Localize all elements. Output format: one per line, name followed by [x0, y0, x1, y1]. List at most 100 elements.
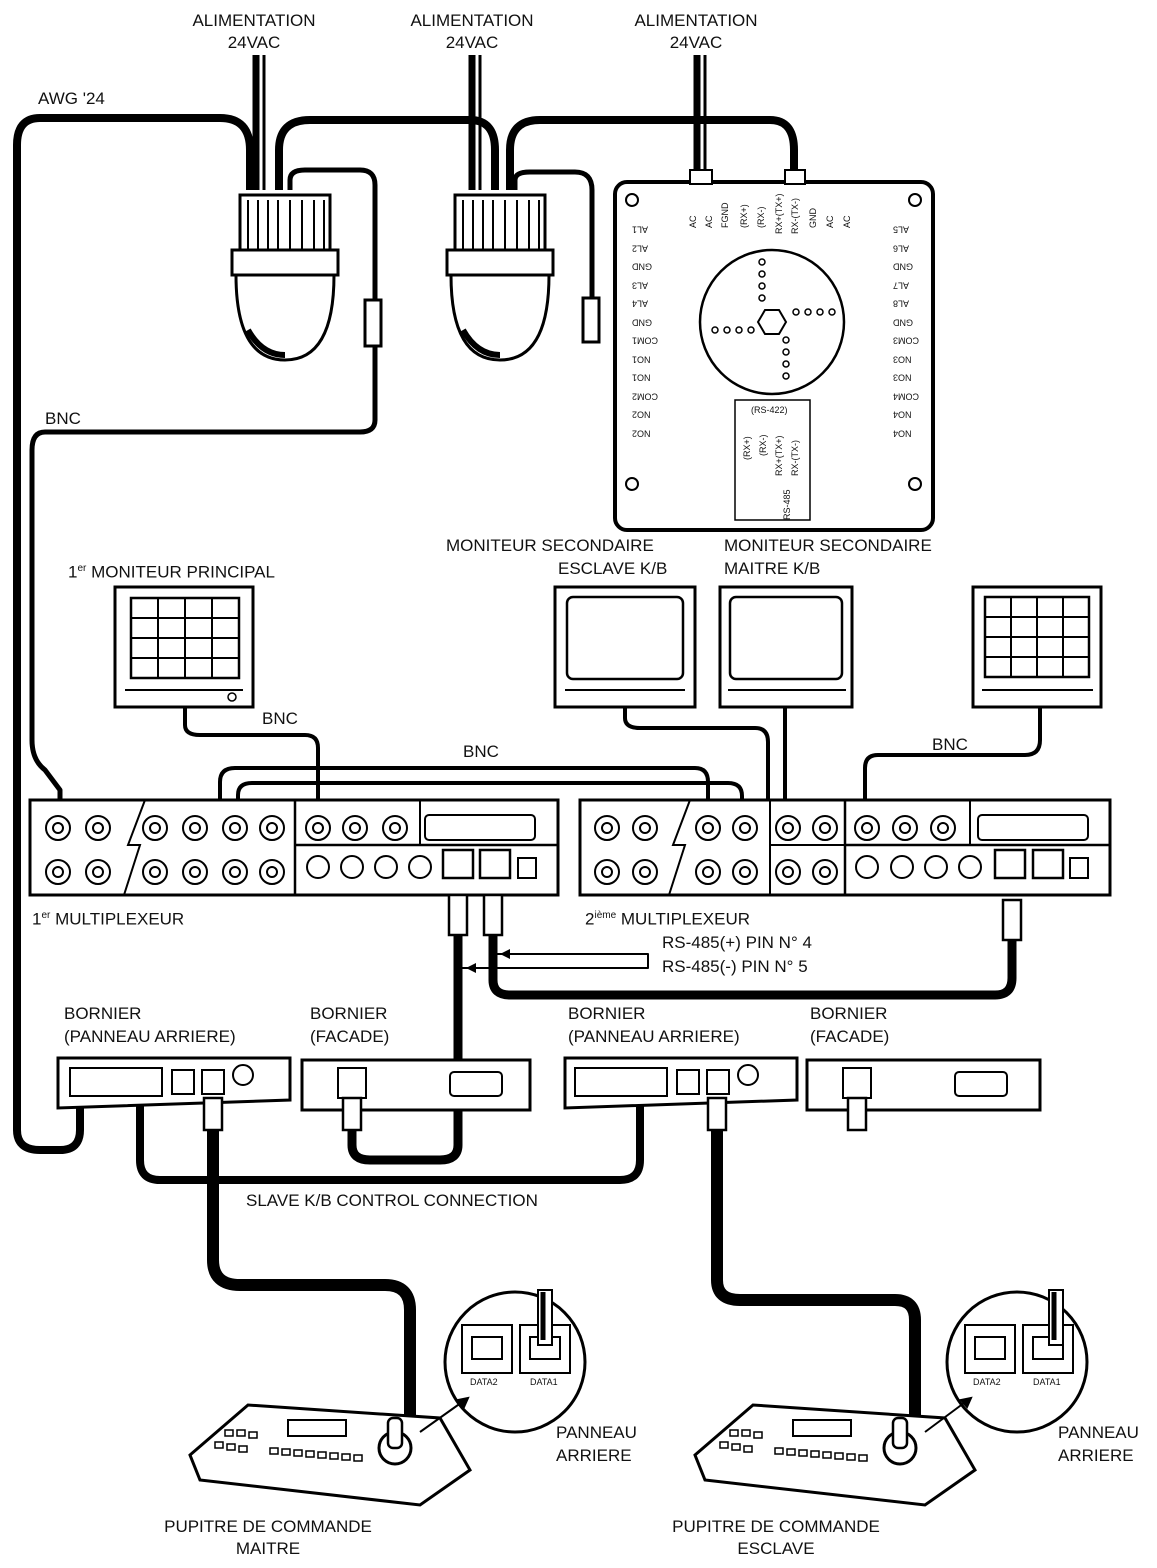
keyboard-cables [207, 1130, 921, 1420]
pin-ac-2: AC [704, 215, 714, 228]
pin-rxtx-minus: RX-(TX-) [790, 198, 800, 234]
slave-keyboard-label: PUPITRE DE COMMANDE ESCLAVE [672, 1516, 880, 1560]
awg-label: AWG '24 [38, 89, 105, 108]
secondary-master-label-2: MAITRE K/B [724, 559, 821, 578]
multiplexer-1-label: 1er MULTIPLEXEUR [32, 905, 184, 931]
awg24-cable [13, 114, 798, 1154]
rs-pin-rxtx-minus: RX-(TX-) [790, 440, 800, 476]
power-label-1-line2: 24VAC [227, 33, 281, 52]
rs485-plus-label: RS-485(+) PIN N° 4 [662, 933, 812, 952]
rs485-data-cables [347, 935, 1017, 1165]
bornier-front-1-label-1: BORNIER [310, 1004, 388, 1023]
pin-com2: COM2 [632, 391, 659, 401]
bornier-rear-1-label-2: (PANNEAU ARRIERE) [64, 1027, 236, 1046]
main-monitor-label: 1er MONITEUR PRINCIPAL [68, 558, 275, 584]
rs485-board-label: RS-485 [782, 489, 792, 520]
power-label-2-line1: ALIMENTATION [410, 11, 534, 30]
master-keyboard-label-2: MAITRE [235, 1539, 301, 1558]
bnc-label-right: BNC [932, 735, 968, 754]
slave-keyboard-label-2: ESCLAVE [737, 1539, 815, 1558]
bornier-rear-2-label-1: BORNIER [568, 1004, 646, 1023]
pin-no3-a: NO3 [893, 354, 912, 364]
bornier-front-1-label-2: (FACADE) [310, 1027, 390, 1046]
pin-al4: AL4 [632, 298, 649, 309]
bornier-plugs [202, 1096, 868, 1132]
master-rear-panel-inset [443, 1289, 587, 1434]
rs-pin-rx-plus: (RX+) [742, 436, 752, 460]
camera-terminal-board [613, 169, 935, 532]
mux2-text: MULTIPLEXEUR [620, 909, 750, 929]
slave-kb-cable [136, 1105, 644, 1184]
pin-al5: AL5 [893, 224, 910, 235]
terminal-top-pins: AC AC FGND (RX+) (RX-) RX+(TX+) RX-(TX-)… [682, 186, 862, 236]
bornier-front-2-label-2: (FACADE) [810, 1027, 890, 1046]
rs485-plugs [447, 893, 1023, 942]
mux2-sup: ième [594, 910, 617, 921]
power-label-3-line1: ALIMENTATION [634, 11, 758, 30]
master-port-data1: DATA1 [530, 1377, 558, 1387]
rs-pin-rxtx-plus: RX+(TX+) [774, 435, 784, 476]
bornier-rear-1 [56, 1056, 292, 1110]
secondary-master-label-1: MONITEUR SECONDAIRE [724, 536, 932, 555]
pin-al2: AL2 [632, 243, 649, 253]
slave-port-data1: DATA1 [1033, 1377, 1061, 1387]
slave-rear-panel-label-2: ARRIERE [1058, 1446, 1134, 1465]
rs485-minus-label: RS-485(-) PIN N° 5 [662, 957, 808, 976]
bornier-front-2 [805, 1058, 1042, 1112]
pin-no2-b: NO2 [632, 428, 651, 438]
slave-keyboard [693, 1403, 977, 1507]
main-monitor [113, 585, 255, 709]
bornier-rear-2-label-2: (PANNEAU ARRIERE) [568, 1027, 740, 1046]
power-label-2: ALIMENTATION 24VAC [410, 10, 533, 54]
dome-camera-1 [230, 193, 383, 362]
pin-left-gnd-2: GND [632, 317, 652, 327]
pin-al6: AL6 [893, 243, 910, 253]
secondary-slave-label-1: MONITEUR SECONDAIRE [446, 536, 654, 555]
slave-port-data2: DATA2 [973, 1377, 1001, 1387]
dome-camera-2 [445, 193, 601, 362]
mux1-text: MULTIPLEXEUR [55, 909, 185, 929]
bnc-cable-cameras [29, 167, 595, 820]
power-label-1: ALIMENTATION 24VAC [192, 10, 315, 54]
bnc-monitor-cables [183, 707, 1042, 838]
secondary-slave-label-2: ESCLAVE K/B [558, 559, 668, 578]
power-label-3-line2: 24VAC [669, 33, 723, 52]
pin-ac-3: AC [825, 215, 835, 228]
master-rear-panel-label-2: ARRIERE [556, 1446, 632, 1465]
pin-no2-a: NO2 [632, 409, 651, 420]
pin-ac-4: AC [842, 215, 852, 228]
master-port-data2: DATA2 [470, 1377, 498, 1387]
bornier-front-1 [300, 1058, 532, 1112]
bornier-front-2-label-1: BORNIER [810, 1004, 888, 1023]
mux1-sup: er [41, 910, 51, 921]
master-keyboard-label-1: PUPITRE DE COMMANDE [164, 1517, 372, 1536]
pin-al7: AL7 [893, 280, 910, 290]
mux2-prefix: 2 [585, 909, 595, 929]
secondary-monitor-master [718, 585, 854, 709]
pin-no1-a: NO1 [632, 354, 651, 364]
pin-com3: COM3 [893, 335, 920, 346]
pin-rxtx-plus: RX+(TX+) [774, 193, 784, 234]
power-label-3: ALIMENTATION 24VAC [634, 10, 757, 54]
master-keyboard [188, 1403, 472, 1507]
rs422-label: (RS-422) [751, 405, 788, 415]
multiplexer-2 [578, 798, 1112, 897]
slave-kb-label: SLAVE K/B CONTROL CONNECTION [246, 1191, 538, 1210]
pin-no3-b: NO3 [893, 372, 912, 383]
power-label-1-line1: ALIMENTATION [192, 11, 316, 30]
mux1-prefix: 1 [32, 909, 42, 929]
pin-al3: AL3 [632, 280, 649, 290]
bnc-label-cameras: BNC [45, 409, 81, 428]
pin-gnd: GND [808, 208, 818, 228]
bornier-rear-2 [563, 1056, 799, 1110]
slave-keyboard-label-1: PUPITRE DE COMMANDE [672, 1517, 880, 1536]
master-keyboard-label: PUPITRE DE COMMANDE MAITRE [164, 1516, 372, 1560]
pin-al8: AL8 [893, 298, 910, 309]
bornier-rear-1-label-1: BORNIER [64, 1004, 142, 1023]
callout-arrows [419, 1396, 973, 1433]
pin-rx-plus: (RX+) [739, 204, 749, 228]
pin-com1: COM1 [632, 335, 659, 346]
second-main-monitor [971, 585, 1103, 709]
power-label-2-line2: 24VAC [445, 33, 499, 52]
